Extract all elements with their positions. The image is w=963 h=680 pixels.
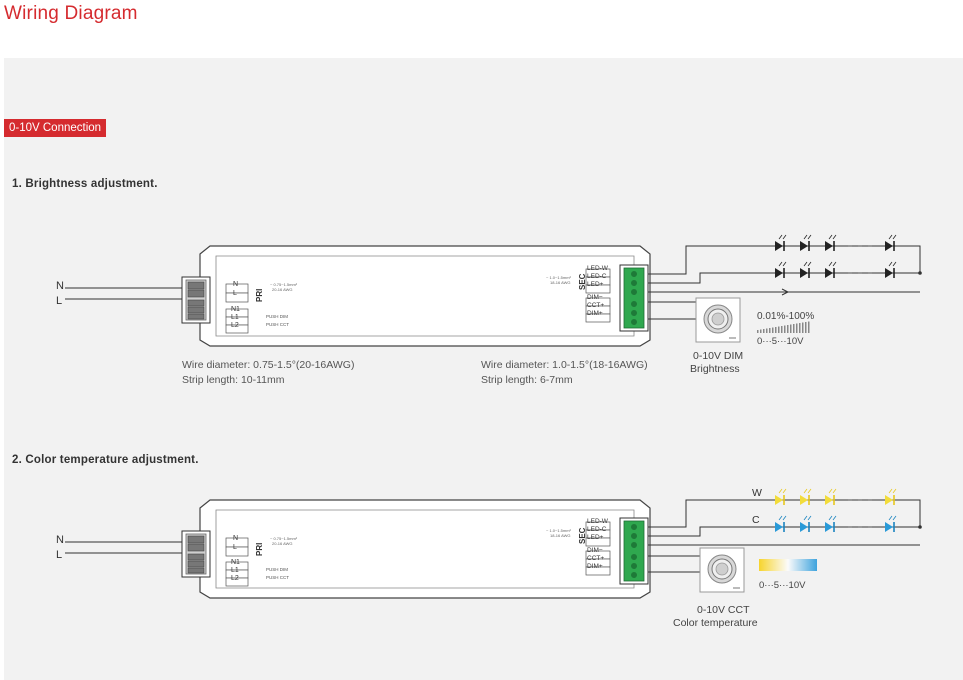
push-cct-label-2: PUSH CCT [266, 575, 290, 580]
pri-terminal-l2: L2 [231, 322, 239, 329]
sec-terminal-led-w: LED-W [587, 265, 608, 272]
pri2-terminal-l1: L1 [231, 567, 239, 574]
sec2-spec-1: ~ 1.0~1.5mm² [546, 528, 571, 533]
pri-strip-length: Strip length: 10-11mm [182, 374, 285, 386]
dimmer2-subtitle: Color temperature [673, 617, 758, 629]
sec2-terminal-led-c: LED-C [587, 526, 607, 533]
pri-terminal-l1: L1 [231, 314, 239, 321]
sec-terminal-cct-plus: CCT+ [587, 302, 605, 309]
pri2-spec-2: 20-16 AWG [272, 541, 293, 546]
section-tag: 0-10V Connection [4, 119, 107, 137]
push-cct-label: PUSH CCT [266, 322, 290, 327]
pri-wire-diameter: Wire diameter: 0.75-1.5°(20-16AWG) [182, 359, 355, 371]
page-title: Wiring Diagram [4, 3, 138, 24]
input-l-label-2: L [56, 549, 63, 561]
sec2-terminal-dim-plus: DIM+ [587, 563, 603, 570]
sec2-terminal-cct-plus: CCT+ [587, 555, 605, 562]
dimmer2-scale: 0···5···10V [759, 580, 806, 591]
input-n-label-2: N [56, 534, 64, 546]
pri-label: PRI [255, 288, 264, 302]
push-dim-label: PUSH DIM [266, 314, 289, 319]
channel-w-label: W [752, 487, 762, 499]
sec-strip-length: Strip length: 6-7mm [481, 374, 573, 386]
sec2-terminal-led-plus: LED+ [587, 534, 604, 541]
pri-terminal-l: L [233, 290, 237, 297]
dimmer2-title: 0-10V CCT [697, 604, 750, 616]
pri2-terminal-n1: N1 [231, 559, 240, 566]
sec-terminal-led-plus: LED+ [587, 281, 604, 288]
dimmer1-subtitle: Brightness [690, 363, 740, 375]
input-n-label: N [56, 280, 64, 292]
sec-terminal-led-c: LED-C [587, 273, 607, 280]
dimmer1-scale: 0···5···10V [757, 336, 804, 347]
pri-label-2: PRI [255, 542, 264, 556]
pri-spec-1: ~ 0.75~1.5mm² [270, 282, 298, 287]
sec-spec-1: ~ 1.0~1.5mm² [546, 275, 571, 280]
input-l-label: L [56, 295, 63, 307]
sec-spec-2: 18-16 AWG [550, 280, 571, 285]
pri2-terminal-n: N [233, 535, 239, 542]
sec-terminal-dim-minus: DIM− [587, 294, 603, 301]
pri2-spec-1: ~ 0.75~1.5mm² [270, 536, 298, 541]
push-dim-label-2: PUSH DIM [266, 567, 289, 572]
sec2-terminal-dim-minus: DIM− [587, 547, 603, 554]
driver-2 [65, 488, 922, 599]
sec2-spec-2: 18-16 AWG [550, 533, 571, 538]
step-brightness-heading: 1. Brightness adjustment. [12, 178, 158, 190]
sec-wire-diameter: Wire diameter: 1.0-1.5°(18-16AWG) [481, 359, 648, 371]
step-cct-heading: 2. Color temperature adjustment. [12, 454, 199, 466]
dimmer1-title: 0-10V DIM [693, 350, 744, 362]
sec-terminal-dim-plus: DIM+ [587, 310, 603, 317]
pri-terminal-n: N [233, 281, 239, 288]
dimmer1-range: 0.01%-100% [757, 311, 815, 322]
pri-terminal-n1: N1 [231, 306, 240, 313]
pri2-terminal-l: L [233, 544, 237, 551]
driver-1 [65, 234, 922, 347]
pri-spec-2: 20-16 AWG [272, 287, 293, 292]
sec2-terminal-led-w: LED-W [587, 518, 608, 525]
channel-c-label: C [752, 514, 760, 526]
pri2-terminal-l2: L2 [231, 575, 239, 582]
